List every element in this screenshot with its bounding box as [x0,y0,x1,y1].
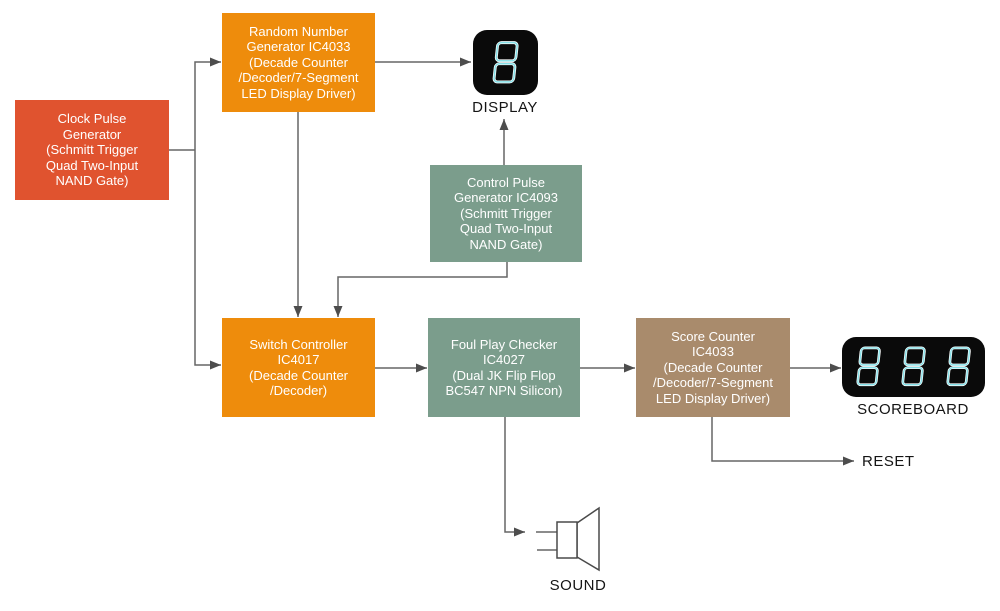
scoreboard-label: SCOREBOARD [857,401,969,418]
block-control-pulse-generator: Control Pulse Generator IC4093 (Schmitt … [430,165,582,262]
block-foul-play-checker-label: Foul Play Checker IC4027 (Dual JK Flip F… [445,336,563,399]
wire-clock-to-switch [194,150,221,370]
speaker-icon [556,506,600,572]
seven-segment-digit [491,40,519,83]
block-switch-controller-label: Switch Controller IC4017 (Decade Counter… [249,336,348,399]
seven-segment-digit [945,346,971,387]
block-score-counter: Score Counter IC4033 (Decade Counter /De… [636,318,790,417]
block-random-number-generator-label: Random Number Generator IC4033 (Decade C… [238,23,359,101]
scoreboard-display [842,337,985,397]
block-random-number-generator: Random Number Generator IC4033 (Decade C… [222,13,375,112]
wire-cpg-to-switch [333,262,508,317]
seven-segment-digit [900,346,926,387]
block-clock-pulse-generator: Clock Pulse Generator (Schmitt Trigger Q… [15,100,169,200]
block-switch-controller: Switch Controller IC4017 (Decade Counter… [222,318,375,417]
block-clock-pulse-generator-label: Clock Pulse Generator (Schmitt Trigger Q… [45,111,139,189]
seven-segment-display [473,30,538,95]
block-foul-play-checker: Foul Play Checker IC4027 (Dual JK Flip F… [428,318,580,417]
wire-foul-to-sound [504,417,525,537]
seven-segment-digit [855,346,881,387]
sound-label: SOUND [549,577,607,594]
wire-score-to-reset [711,417,854,466]
block-control-pulse-generator-label: Control Pulse Generator IC4093 (Schmitt … [453,174,559,252]
reset-label: RESET [862,453,915,470]
wire-clock-to-rng [194,57,221,150]
block-score-counter-label: Score Counter IC4033 (Decade Counter /De… [653,328,773,406]
display-label: DISPLAY [472,99,538,116]
